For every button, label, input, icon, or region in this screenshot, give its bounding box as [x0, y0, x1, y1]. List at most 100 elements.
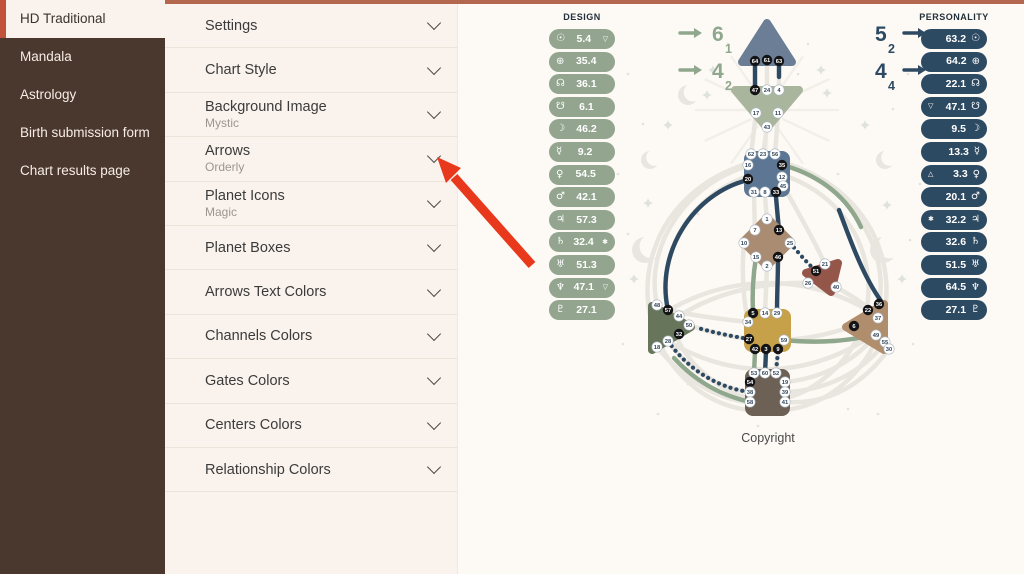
gate-28: [662, 335, 674, 347]
gate-line-value: 9.2: [577, 145, 593, 158]
ray-decoration: [782, 117, 830, 143]
sidebar-item-astrology[interactable]: Astrology: [20, 87, 77, 102]
settings-row-arrows-text-colors[interactable]: Arrows Text Colors: [165, 270, 457, 315]
sun-icon: ☉: [556, 33, 565, 44]
svg-text:15: 15: [753, 255, 760, 261]
gate-line-value: 20.1: [945, 190, 967, 203]
gate-14: [759, 307, 771, 319]
gate-line-value: 36.1: [576, 77, 597, 90]
jupiter-icon: ♃: [556, 213, 565, 225]
channel-27-50: [695, 325, 752, 342]
pluto-icon: ♇: [971, 304, 980, 316]
chevron-down-icon: [426, 104, 442, 120]
personality-row-mars: 20.1♂: [921, 187, 987, 208]
svg-text:4: 4: [888, 79, 895, 93]
personality-row-uranus: 51.5♅: [921, 254, 987, 275]
gate-61: [761, 54, 773, 66]
svg-text:53: 53: [751, 371, 758, 377]
chevron-down-icon: [426, 16, 442, 31]
mercury-icon: ☿: [556, 145, 563, 157]
sidebar-item-chart-results-page[interactable]: Chart results page: [20, 163, 131, 178]
svg-text:16: 16: [745, 163, 752, 169]
svg-text:64: 64: [752, 59, 759, 65]
gate-64: [749, 55, 761, 67]
svg-text:2: 2: [888, 42, 895, 56]
svg-text:3: 3: [764, 347, 768, 353]
personality-row-south-node: ▽47.1☋: [921, 96, 987, 117]
svg-text:44: 44: [676, 314, 683, 320]
settings-row-settings[interactable]: Settings: [165, 4, 457, 49]
copyright-text: Copyright: [741, 431, 795, 445]
gate-26: [802, 277, 814, 289]
channel-base: [782, 339, 888, 395]
gate-49: [870, 329, 882, 341]
svg-text:30: 30: [886, 347, 892, 353]
settings-row-chart-style[interactable]: Chart Style: [165, 48, 457, 93]
south-node-icon: ☋: [556, 100, 565, 112]
settings-row-channels-colors[interactable]: Channels Colors: [165, 315, 457, 360]
uranus-icon: ♅: [971, 258, 980, 270]
mercury-icon: ☿: [973, 145, 980, 157]
center-g-center: [739, 214, 795, 270]
channel-base: [781, 184, 828, 267]
gate-line-value: 32.2: [945, 213, 967, 226]
svg-text:13: 13: [776, 228, 783, 234]
svg-text:41: 41: [782, 400, 789, 406]
pluto-icon: ♇: [556, 304, 565, 316]
gate-line-value: 32.4: [573, 236, 594, 249]
svg-text:17: 17: [753, 111, 759, 117]
gate-32: [673, 328, 685, 340]
sidebar-item-birth-submission-form[interactable]: Birth submission form: [20, 125, 150, 140]
settings-row-label: Arrows: [205, 143, 251, 160]
svg-text:48: 48: [654, 303, 661, 309]
fixing-marker: ▽: [602, 34, 608, 43]
gate-62: [745, 148, 757, 160]
gate-42: [749, 343, 761, 355]
sun-icon: ☉: [971, 33, 980, 44]
gate-8: [759, 186, 771, 198]
svg-text:62: 62: [748, 152, 754, 158]
svg-text:32: 32: [676, 332, 682, 338]
fixing-marker: ▽: [602, 283, 608, 292]
gate-58: [744, 396, 756, 408]
design-row-south-node: ☋6.1: [549, 96, 615, 117]
design-row-moon: ☽46.2: [549, 119, 615, 140]
gate-line-value: 9.5: [951, 123, 967, 136]
gate-13: [773, 224, 785, 236]
svg-text:2: 2: [765, 264, 768, 270]
svg-text:55: 55: [882, 340, 889, 346]
settings-row-value: Orderly: [205, 160, 245, 175]
moon-icon: ☽: [971, 123, 980, 135]
gate-33: [770, 186, 782, 198]
gate-18: [651, 341, 663, 353]
settings-row-planet-boxes[interactable]: Planet Boxes: [165, 226, 457, 271]
venus-icon: ♀: [556, 168, 564, 180]
sparkle-icon: [702, 90, 712, 100]
gate-46: [772, 251, 784, 263]
svg-text:31: 31: [751, 190, 758, 196]
gate-1: [761, 213, 773, 225]
fixing-marker: △: [928, 170, 934, 179]
svg-text:4: 4: [777, 88, 781, 94]
svg-text:8: 8: [763, 190, 767, 196]
svg-text:40: 40: [833, 285, 839, 291]
settings-row-relationship-colors[interactable]: Relationship Colors: [165, 448, 457, 493]
settings-row-centers-colors[interactable]: Centers Colors: [165, 404, 457, 448]
settings-row-gates-colors[interactable]: Gates Colors: [165, 359, 457, 404]
gate-53: [748, 367, 760, 379]
design-column-title: DESIGN: [563, 12, 601, 22]
personality-row-mercury: 13.3☿: [921, 141, 987, 162]
sidebar-item-mandala[interactable]: Mandala: [20, 49, 72, 64]
sidebar-item-hd-traditional[interactable]: HD Traditional: [0, 0, 165, 38]
svg-text:29: 29: [774, 311, 781, 317]
uranus-icon: ♅: [556, 258, 565, 270]
svg-text:39: 39: [782, 390, 789, 396]
saturn-icon: ♄: [971, 236, 980, 248]
sparkle-icon: [816, 65, 826, 75]
gate-47: [749, 84, 761, 96]
gate-17: [750, 107, 762, 119]
svg-text:57: 57: [665, 308, 671, 314]
